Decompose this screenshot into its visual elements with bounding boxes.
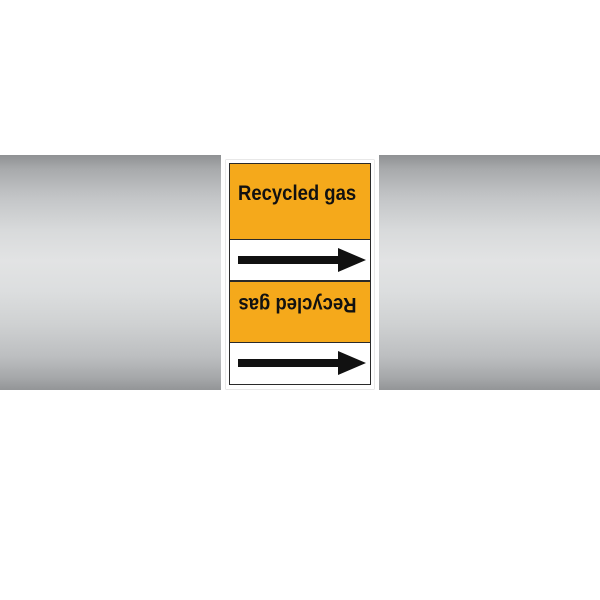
label-text-inverted: Recycled gas	[238, 293, 357, 316]
right-arrow-icon	[238, 351, 366, 375]
label-text-upright: Recycled gas	[238, 182, 357, 205]
right-arrow-icon	[238, 248, 366, 272]
pipe-left-segment	[0, 155, 221, 390]
arrow-panel-upper	[229, 240, 371, 281]
label-band-upper: Recycled gas	[229, 163, 371, 240]
arrow-panel-lower	[229, 343, 371, 385]
pipe-right-segment	[379, 155, 600, 390]
pipe-marker-label: Recycled gas Recycled gas	[226, 160, 374, 389]
label-band-lower: Recycled gas	[229, 281, 371, 343]
